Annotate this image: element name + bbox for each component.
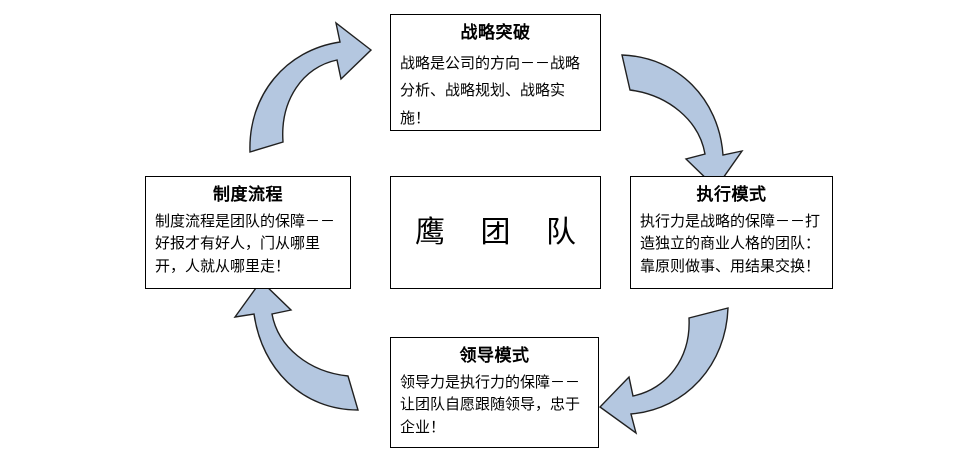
node-center-core[interactable]: 鹰 团 队 <box>390 176 601 289</box>
node-strategy-title: 战略突破 <box>460 23 531 43</box>
node-execution[interactable]: 执行模式 执行力是战略的保障－－打造独立的商业人格的团队：靠原则做事、用结果交换… <box>630 176 833 289</box>
node-strategy[interactable]: 战略突破 战略是公司的方向－－战略分析、战略规划、战略实施！ <box>390 14 601 131</box>
arrow-bottom-to-left-icon <box>233 279 359 411</box>
node-leadership[interactable]: 领导模式 领导力是执行力的保障－－让团队自愿跟随领导，忠于企业！ <box>390 337 599 448</box>
node-system-process-body: 制度流程是团队的保障－－好报才有好人，门从哪里开，人就从哪里走！ <box>155 211 336 275</box>
node-execution-body: 执行力是战略的保障－－打造独立的商业人格的团队：靠原则做事、用结果交换！ <box>640 211 821 275</box>
arrow-top-to-right-icon <box>621 54 744 190</box>
node-system-process-title: 制度流程 <box>213 185 283 205</box>
center-core-label: 鹰 团 队 <box>414 214 590 250</box>
node-strategy-body: 战略是公司的方向－－战略分析、战略规划、战略实施！ <box>400 53 581 128</box>
node-leadership-title: 领导模式 <box>459 346 530 366</box>
arrow-right-to-bottom-icon <box>598 307 729 435</box>
node-leadership-body: 领导力是执行力的保障－－让团队自愿跟随领导，忠于企业！ <box>400 372 581 436</box>
node-execution-title: 执行模式 <box>696 185 767 205</box>
node-system-process[interactable]: 制度流程 制度流程是团队的保障－－好报才有好人，门从哪里开，人就从哪里走！ <box>145 176 351 289</box>
arrow-left-to-top-icon <box>249 21 373 153</box>
